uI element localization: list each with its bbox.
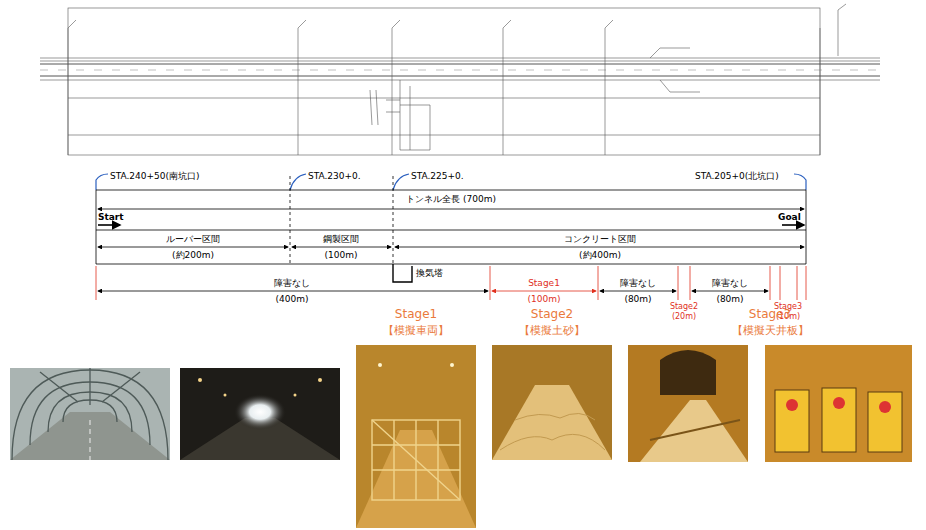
label-text: STA.240+50(南坑口) [110,171,200,181]
photo-stage3-signs [765,345,912,462]
label-text: 【模擬天井板】 [732,325,809,338]
plan-drawing [40,4,880,155]
label-text: Stage2 [670,302,698,311]
label-text: 【模擬車両】 [383,325,449,338]
label-text: 鋼製区間 [323,234,359,244]
photo-stage2 [492,345,612,460]
photo-stage3-board [628,345,748,462]
label-text: 障害なし [620,278,656,288]
label-text: (100m) [325,250,358,260]
label-text: Stage3 [749,308,791,322]
label-text: (約200m) [172,250,214,260]
label-text: トンネル全長 (700m) [406,194,496,204]
label-text: Stage1 [528,278,560,288]
label-text: コンクリート区間 [564,234,636,244]
photo-louver [10,368,170,460]
label-text: (20m) [672,312,696,321]
label-text: 【模擬土砂】 [519,325,585,338]
photo-tunnel-dark [180,368,340,460]
label-text: STA.230+0. [308,171,361,181]
section-chart [96,174,806,300]
label-text: 換気塔 [416,268,443,278]
label-text: (100m) [528,294,561,304]
label-text: Goal [778,212,801,222]
label-text: ルーバー区間 [166,234,220,244]
label-text: STA.225+0. [411,171,464,181]
photo-stage1 [356,345,476,528]
label-text: Stage1 [395,308,437,322]
label-text: Stage2 [531,308,573,322]
label-text: STA.205+0(北坑口) [695,171,779,181]
label-text: Start [98,212,124,222]
label-text: (80m) [624,294,651,304]
label-text: (80m) [716,294,743,304]
label-text: (400m) [276,294,309,304]
label-text: (約400m) [579,250,621,260]
label-text: 障害なし [274,278,310,288]
label-text: 障害なし [712,278,748,288]
